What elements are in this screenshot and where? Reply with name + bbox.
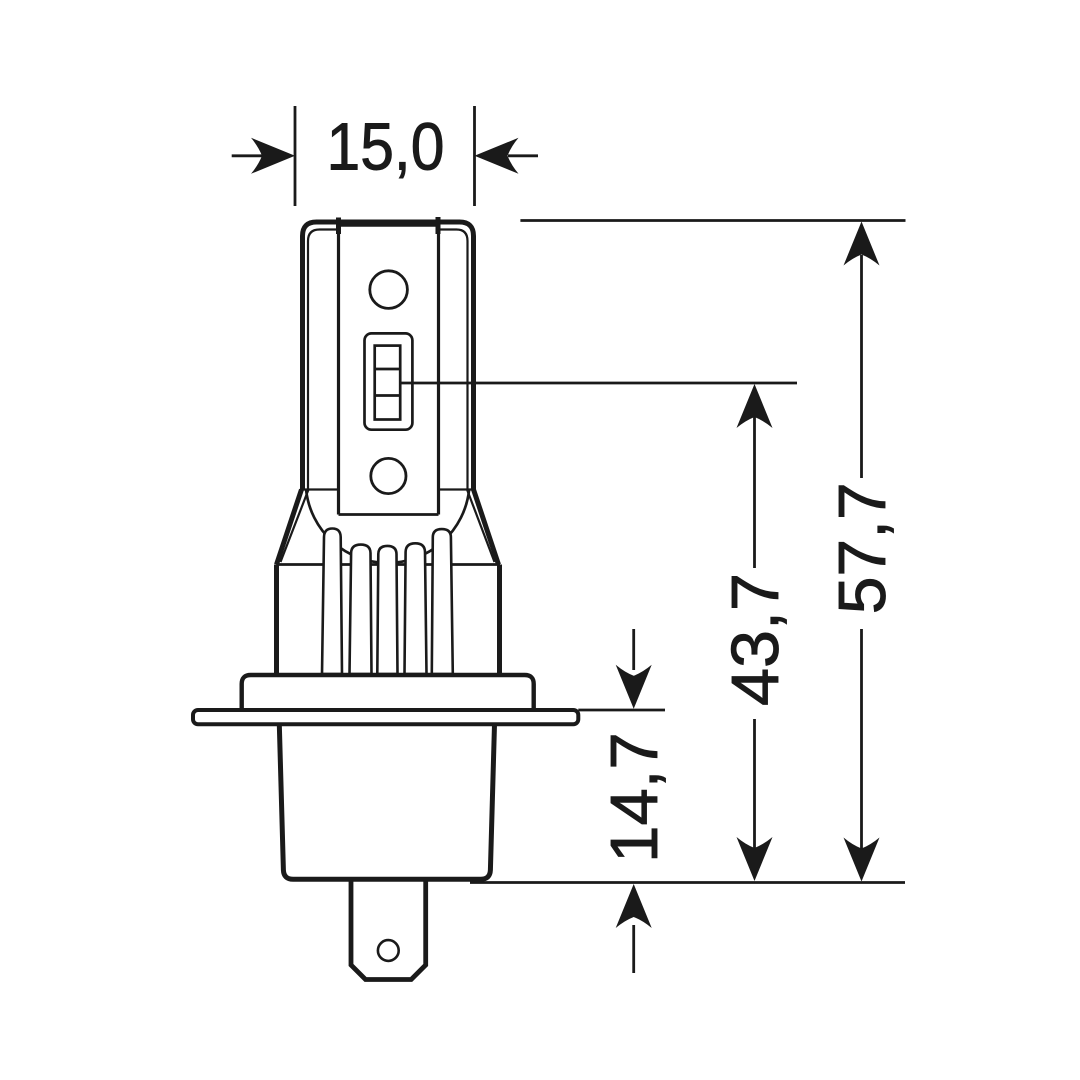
svg-text:43,7: 43,7 <box>718 573 793 706</box>
svg-text:15,0: 15,0 <box>327 110 445 185</box>
svg-text:57,7: 57,7 <box>825 482 900 614</box>
svg-text:14,7: 14,7 <box>597 732 672 862</box>
